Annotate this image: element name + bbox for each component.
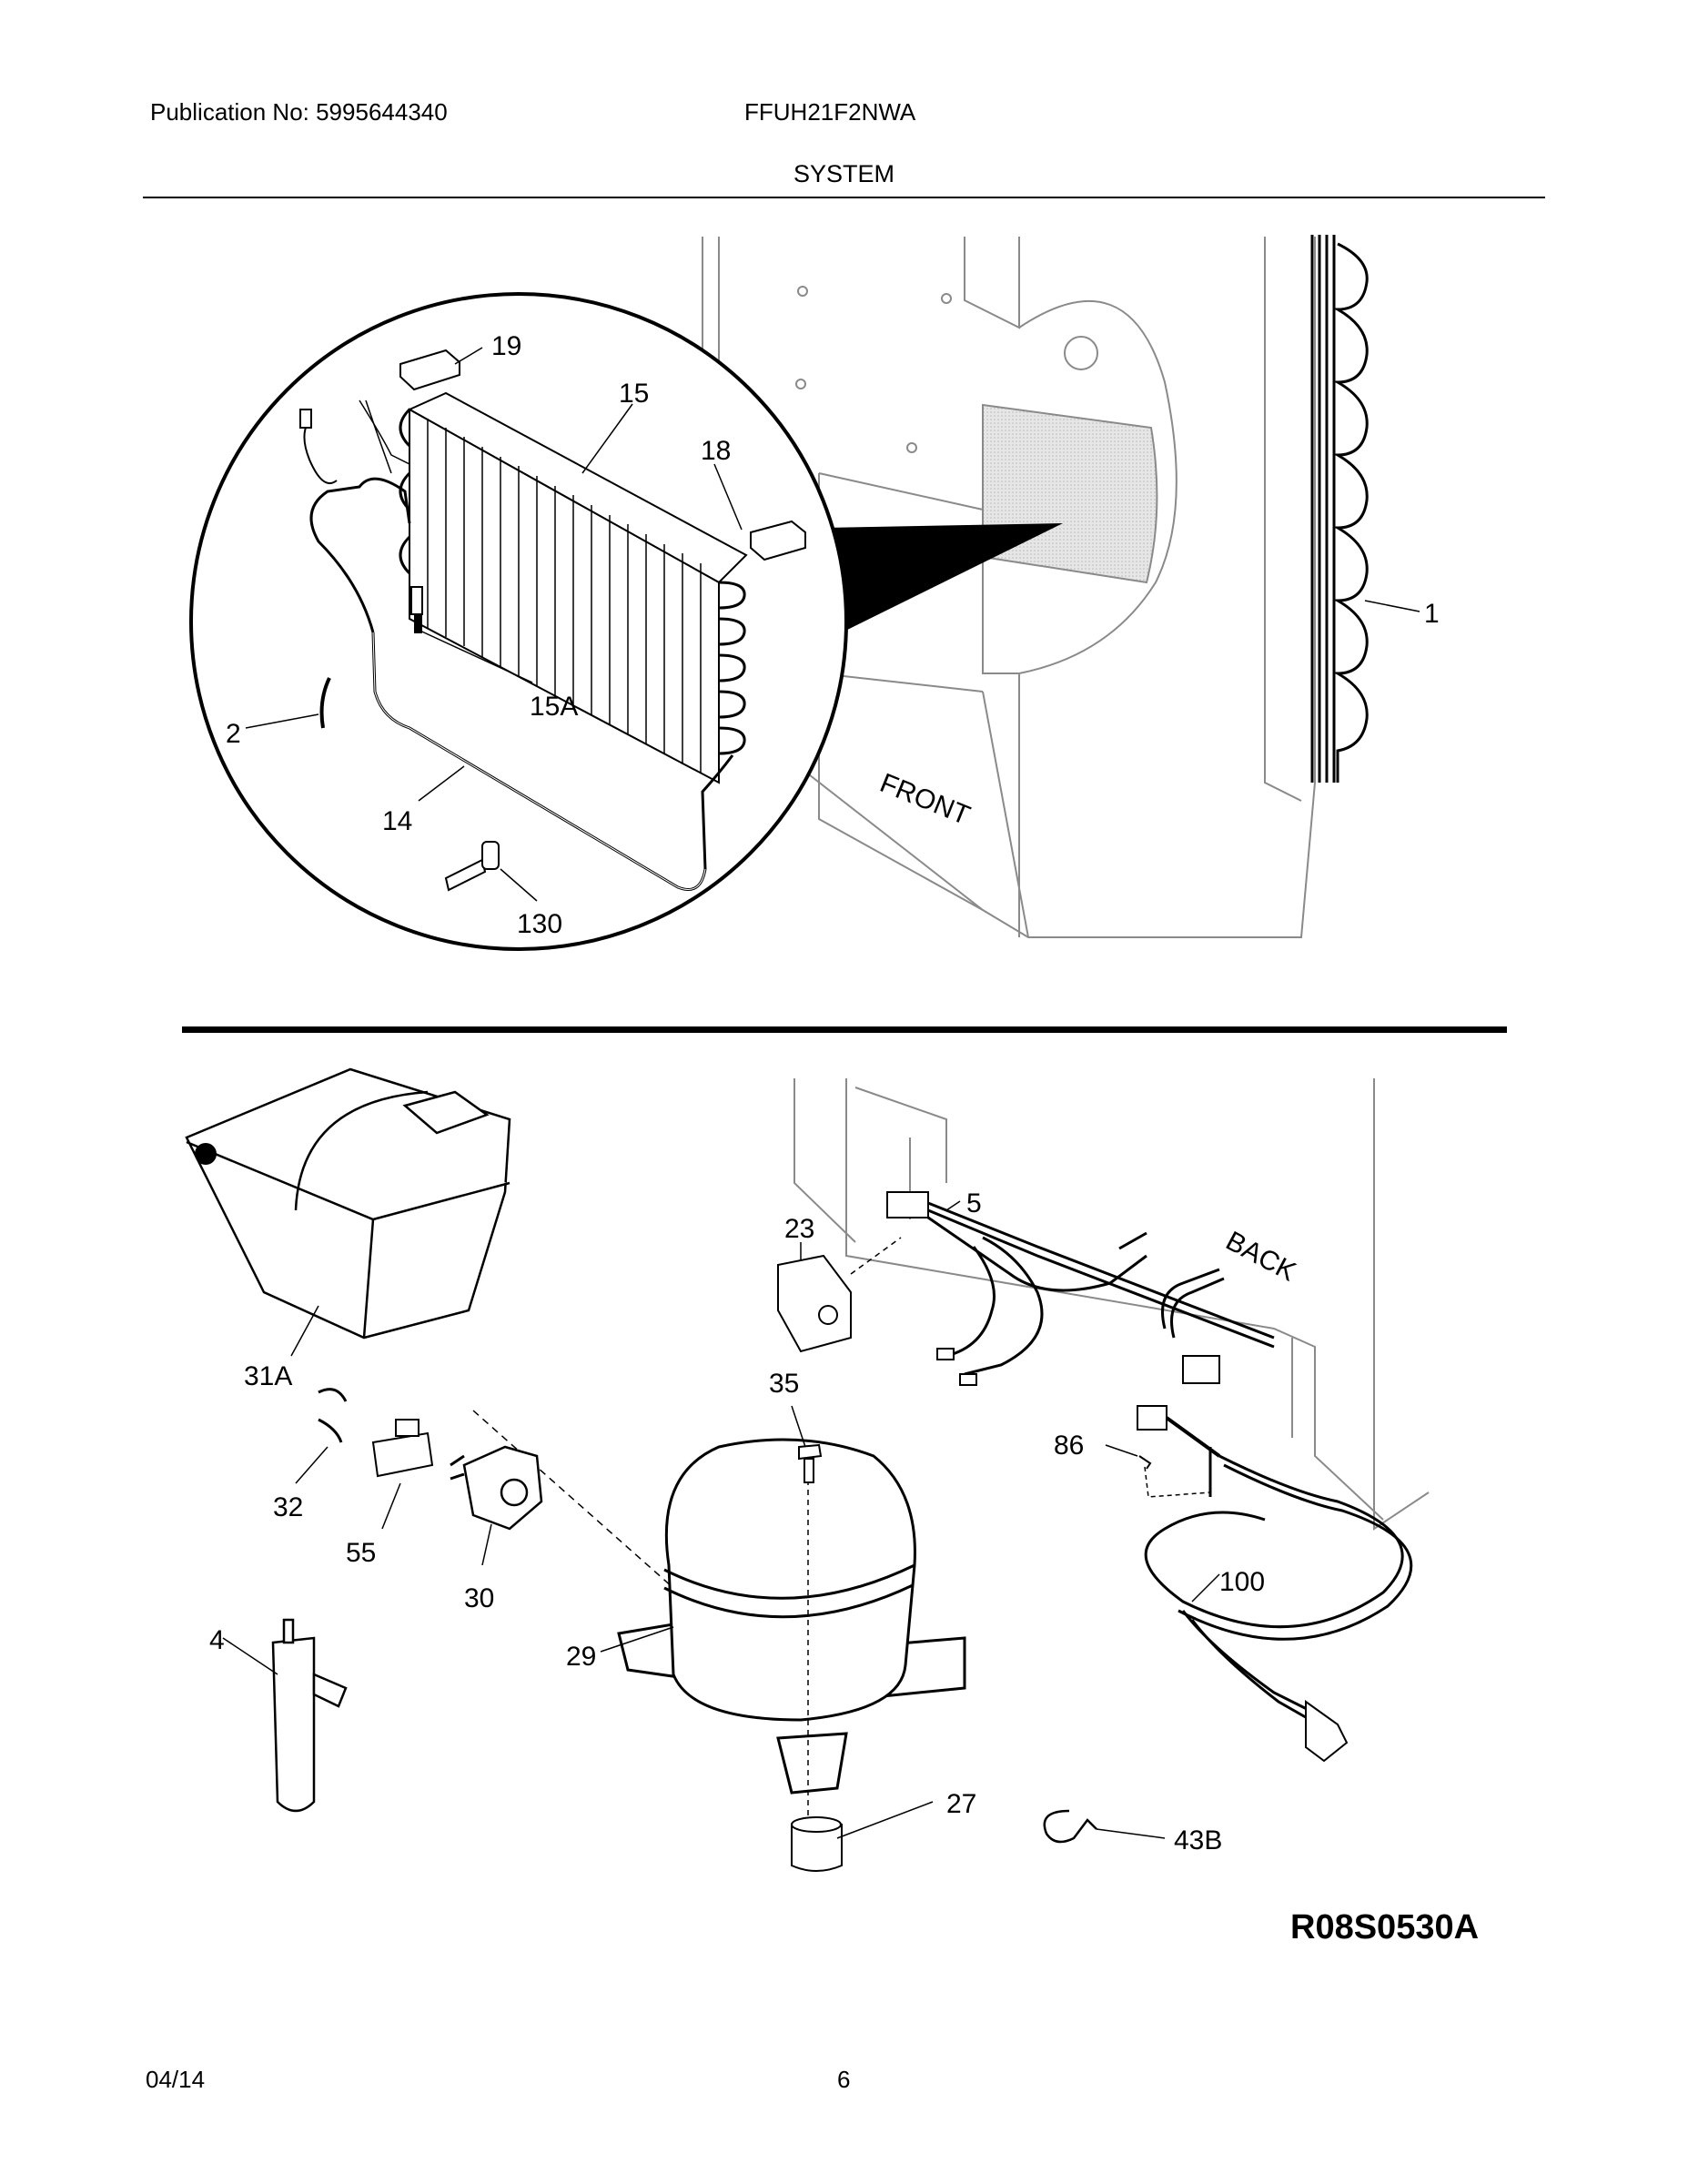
callout-23: 23 <box>784 1214 814 1244</box>
model-number: FFUH21F2NWA <box>744 98 916 126</box>
clip-43b <box>1043 1809 1097 1844</box>
callout-4: 4 <box>209 1625 225 1655</box>
top-leader-lines <box>245 347 1420 902</box>
condenser-coil <box>1310 235 1369 783</box>
callout-130: 130 <box>517 909 562 939</box>
header-divider <box>143 197 1545 198</box>
cabinet-back-outline <box>793 1078 1430 1531</box>
compressor-29 <box>617 1438 966 1795</box>
drain-pan-31a <box>185 1067 511 1340</box>
bolt-35 <box>798 1443 823 1483</box>
callout-15: 15 <box>619 379 649 409</box>
defrost-terminator <box>410 586 423 633</box>
harness-connector-right <box>1182 1355 1220 1384</box>
callout-18: 18 <box>701 436 731 466</box>
foam-pad-19 <box>399 349 460 391</box>
screw-86 <box>1138 1455 1152 1470</box>
section-divider <box>182 1026 1507 1033</box>
pan-clip-icon <box>195 1143 217 1165</box>
callout-43b: 43B <box>1174 1825 1222 1855</box>
bottom-leader-lines <box>222 1200 1220 1839</box>
callout-2: 2 <box>226 719 241 749</box>
freezer-floor-shaded <box>982 403 1158 584</box>
publication-number: Publication No: 5995644340 <box>150 98 448 126</box>
harness-connector-top <box>886 1191 929 1218</box>
callout-30: 30 <box>464 1583 494 1613</box>
power-plug <box>1305 1700 1349 1763</box>
footer-date: 04/14 <box>146 2066 206 2093</box>
evaporator-fins <box>407 391 748 784</box>
relay-30 <box>462 1445 543 1531</box>
callout-29: 29 <box>566 1642 596 1672</box>
foam-pad-18 <box>750 520 806 561</box>
callout-100: 100 <box>1219 1567 1265 1597</box>
pointer-wedge <box>824 523 1063 637</box>
clip-32 <box>318 1388 348 1443</box>
power-cord-100 <box>1144 1454 1413 1722</box>
clip-2 <box>319 677 331 729</box>
front-label: FRONT <box>875 768 974 831</box>
back-label: BACK <box>1221 1226 1301 1287</box>
callout-19: 19 <box>491 331 521 361</box>
callout-27: 27 <box>946 1789 976 1819</box>
figure-code: R08S0530A <box>1290 1908 1479 1946</box>
plug-130 <box>444 841 500 892</box>
callout-32: 32 <box>273 1492 303 1522</box>
defrost-timer-23 <box>777 1254 852 1353</box>
callout-31a: 31A <box>244 1361 292 1391</box>
drier-4 <box>271 1618 348 1813</box>
heater-wire <box>309 477 411 633</box>
callout-35: 35 <box>769 1369 799 1399</box>
cord-connector <box>1137 1405 1167 1431</box>
callout-55: 55 <box>346 1538 376 1568</box>
callout-1: 1 <box>1424 599 1440 629</box>
callout-5: 5 <box>966 1188 982 1218</box>
wiring-harness <box>927 1201 1275 1376</box>
callout-86: 86 <box>1054 1431 1084 1461</box>
footer-page-number: 6 <box>837 2066 851 2093</box>
callout-15a: 15A <box>530 692 578 722</box>
section-title: SYSTEM <box>793 160 895 187</box>
overload-55 <box>371 1419 434 1478</box>
callout-14: 14 <box>382 806 412 836</box>
grommet-27 <box>791 1816 843 1872</box>
